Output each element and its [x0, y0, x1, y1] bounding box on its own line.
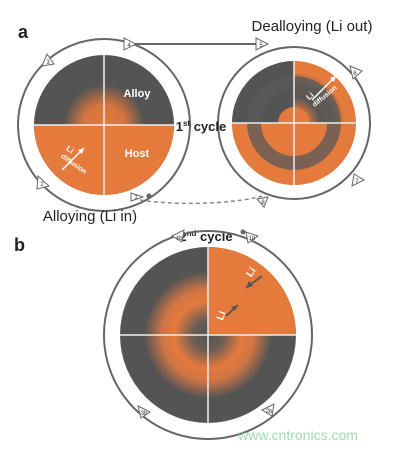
step-marker-2: 2 [36, 174, 51, 190]
step-marker-3: 3 [41, 52, 55, 67]
panel-a-label: a [18, 22, 29, 42]
outer-li-arrowhead [246, 281, 253, 288]
svg-text:1b: 1b [249, 236, 256, 242]
step-marker-7: 7 [351, 173, 366, 187]
second-cycle-ring [103, 230, 313, 440]
inner-li-label: Li [215, 310, 228, 322]
svg-text:6: 6 [353, 71, 357, 77]
step-marker-1: 1 [130, 192, 145, 202]
svg-text:2b: 2b [266, 409, 273, 415]
second-cycle-orange-quadrant [208, 247, 296, 335]
bottom-connector-dashed [139, 195, 263, 205]
step-marker-5: 5 [255, 37, 270, 51]
svg-text:1: 1 [134, 195, 138, 201]
step-1-start-dot [146, 193, 152, 199]
left-diffusion-arrowhead [78, 148, 84, 154]
left-cycle-ring [17, 38, 191, 212]
panel-b-label: b [14, 235, 25, 255]
step-marker-3b: 3b [137, 405, 151, 419]
step-marker-2b: 2b [260, 403, 275, 417]
svg-text:4b: 4b [176, 236, 183, 242]
left-li-label: Li [64, 144, 75, 155]
svg-text:2: 2 [40, 182, 44, 188]
watermark: www.cntronics.com [237, 427, 358, 443]
right-li-label: Li [304, 90, 315, 101]
step-marker-8: 8 [256, 196, 269, 208]
host-label: Host [125, 148, 150, 160]
svg-text:7: 7 [355, 179, 359, 185]
alloy-label: Alloy [124, 88, 152, 100]
svg-text:8: 8 [261, 200, 265, 206]
step-marker-6: 6 [349, 65, 363, 80]
first-cycle-label: 1st cycle [176, 119, 227, 134]
alloying-label: Alloying (Li in) [43, 208, 137, 225]
svg-text:5: 5 [259, 43, 263, 49]
step-marker-4b: 4b [170, 229, 185, 243]
step-marker-4: 4 [123, 37, 138, 51]
dealloying-label: Dealloying (Li out) [252, 18, 373, 35]
host-quadrant-right [104, 125, 174, 195]
step-marker-1b: 1b [245, 231, 260, 244]
svg-text:4: 4 [127, 43, 131, 49]
svg-text:3b: 3b [141, 411, 148, 417]
inner-li-arrowhead [231, 305, 238, 311]
right-diffusion-arrowhead [330, 76, 336, 82]
svg-text:3: 3 [46, 60, 50, 66]
step-1b-start-dot [240, 229, 246, 235]
right-cycle-ring [217, 46, 371, 200]
